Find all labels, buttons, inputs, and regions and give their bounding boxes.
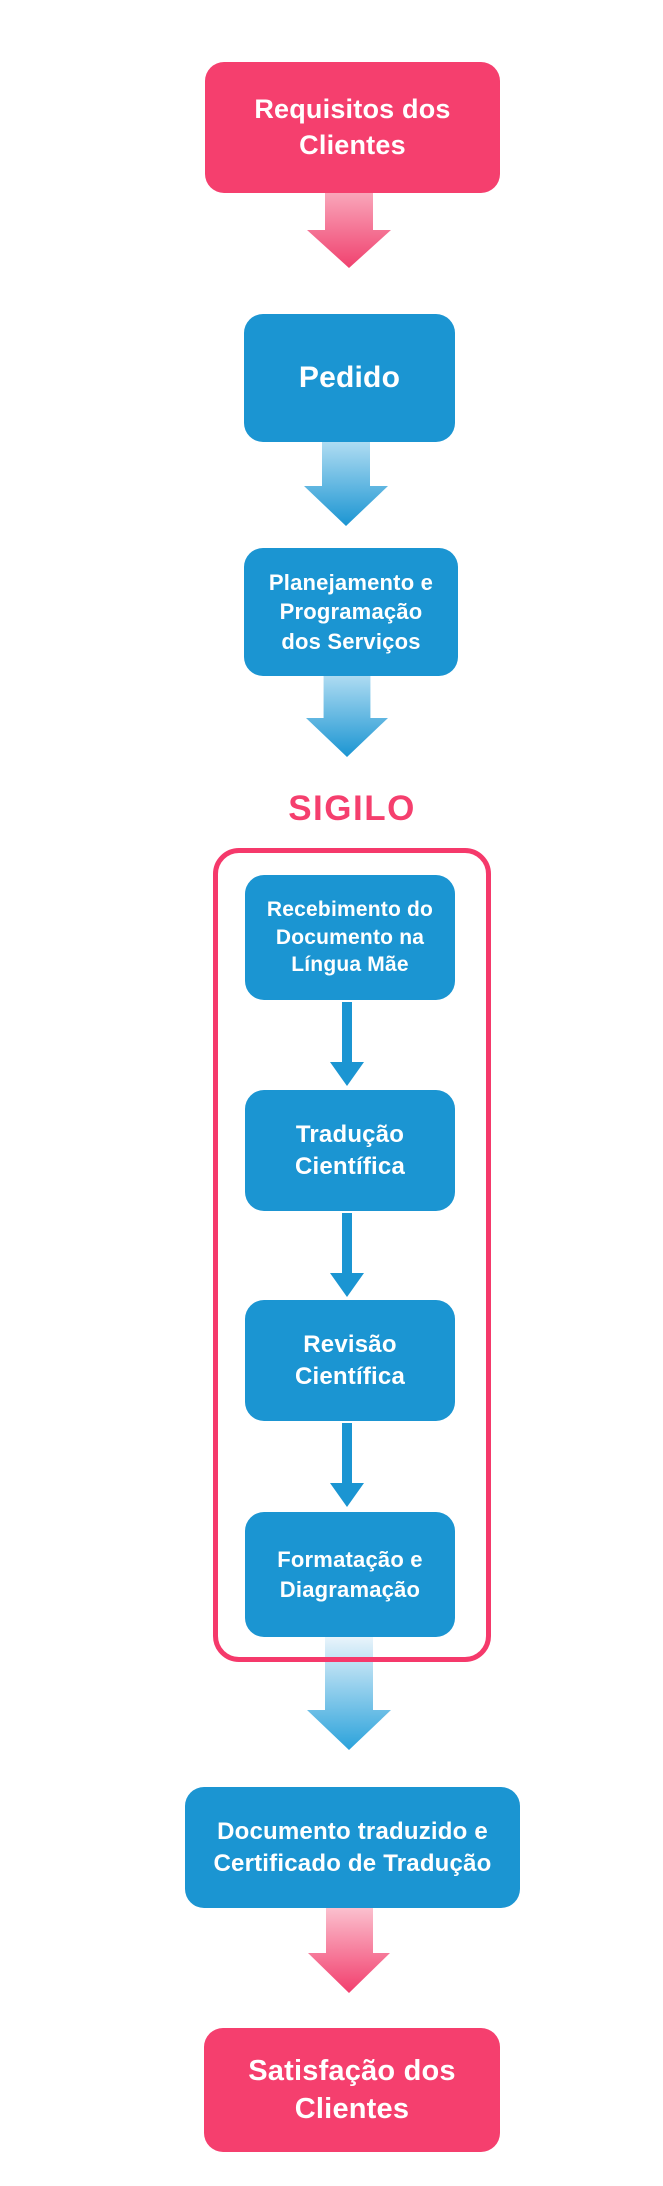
node-label: Revisão Científica bbox=[294, 1330, 406, 1390]
node-formatacao-diagramacao: Formatação e Diagramação bbox=[245, 1512, 455, 1637]
node-label: Pedido bbox=[298, 361, 401, 395]
blue-small-arrow-down-icon bbox=[330, 1213, 364, 1297]
node-revisao-cientifica: Revisão Científica bbox=[245, 1300, 455, 1421]
blue-arrow-down-icon bbox=[306, 675, 388, 757]
node-label: Requisitos dos Clientes bbox=[254, 93, 451, 160]
node-label: Satisfação dos Clientes bbox=[248, 2054, 456, 2125]
blue-exit-arrow-down-icon bbox=[307, 1637, 391, 1750]
node-label: Documento traduzido e Certificado de Tra… bbox=[213, 1817, 492, 1877]
node-traducao-cientifica: Tradução Científica bbox=[245, 1090, 455, 1211]
pink-arrow-down-icon bbox=[307, 192, 391, 268]
node-label: Formatação e Diagramação bbox=[277, 1547, 423, 1602]
node-recebimento-documento: Recebimento do Documento na Língua Mãe bbox=[245, 875, 455, 1000]
blue-small-arrow-down-icon bbox=[330, 1423, 364, 1507]
node-label: Tradução Científica bbox=[294, 1120, 406, 1180]
node-pedido: Pedido bbox=[244, 314, 455, 442]
blue-small-arrow-down-icon bbox=[330, 1002, 364, 1086]
sigilo-heading: SIGILO bbox=[288, 789, 416, 828]
node-label: Recebimento do Documento na Língua Mãe bbox=[266, 897, 434, 977]
node-planejamento-programacao: Planejamento e Programação dos Serviços bbox=[244, 548, 458, 676]
node-label: Planejamento e Programação dos Serviços bbox=[268, 570, 434, 654]
blue-arrow-down-icon bbox=[304, 442, 388, 526]
node-documento-traduzido: Documento traduzido e Certificado de Tra… bbox=[185, 1787, 520, 1908]
node-requisitos-dos-clientes: Requisitos dos Clientes bbox=[205, 62, 500, 193]
node-satisfacao-dos-clientes: Satisfação dos Clientes bbox=[204, 2028, 500, 2152]
pink-arrow-down-icon bbox=[308, 1908, 390, 1993]
